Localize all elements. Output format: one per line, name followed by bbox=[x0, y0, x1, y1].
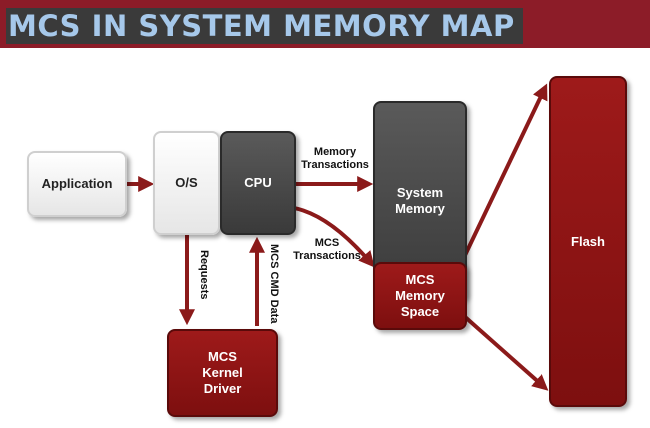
arrow-memory-space-to-flash-top bbox=[455, 83, 548, 273]
flash-label: Flash bbox=[571, 233, 605, 249]
mcs-kernel-driver-box: MCS Kernel Driver bbox=[167, 329, 278, 417]
cpu-label: CPU bbox=[244, 175, 272, 190]
cpu-box: CPU bbox=[220, 131, 296, 235]
os-label: O/S bbox=[175, 175, 198, 190]
title-box: MCS IN SYSTEM MEMORY MAP bbox=[6, 8, 523, 44]
flash-box: Flash bbox=[549, 76, 627, 407]
mcs-kernel-driver-label: MCS Kernel Driver bbox=[202, 349, 243, 396]
mcs-transactions-label: MCS Transactions bbox=[293, 237, 361, 262]
system-memory-label: System Memory bbox=[395, 185, 445, 216]
mcs-memory-space-box: MCS Memory Space bbox=[373, 262, 467, 330]
mcs-memory-space-label: MCS Memory Space bbox=[395, 272, 445, 319]
os-box: O/S bbox=[153, 131, 220, 235]
page-title: MCS IN SYSTEM MEMORY MAP bbox=[8, 9, 515, 43]
application-label: Application bbox=[41, 176, 113, 191]
requests-label: Requests bbox=[198, 250, 210, 300]
mcs-cmd-data-label: MCS CMD Data bbox=[268, 244, 280, 324]
arrow-memory-space-to-flash-bottom bbox=[462, 314, 549, 391]
application-box: Application bbox=[27, 151, 127, 217]
memory-transactions-label: Memory Transactions bbox=[301, 146, 369, 171]
title-bar: MCS IN SYSTEM MEMORY MAP bbox=[0, 0, 650, 48]
